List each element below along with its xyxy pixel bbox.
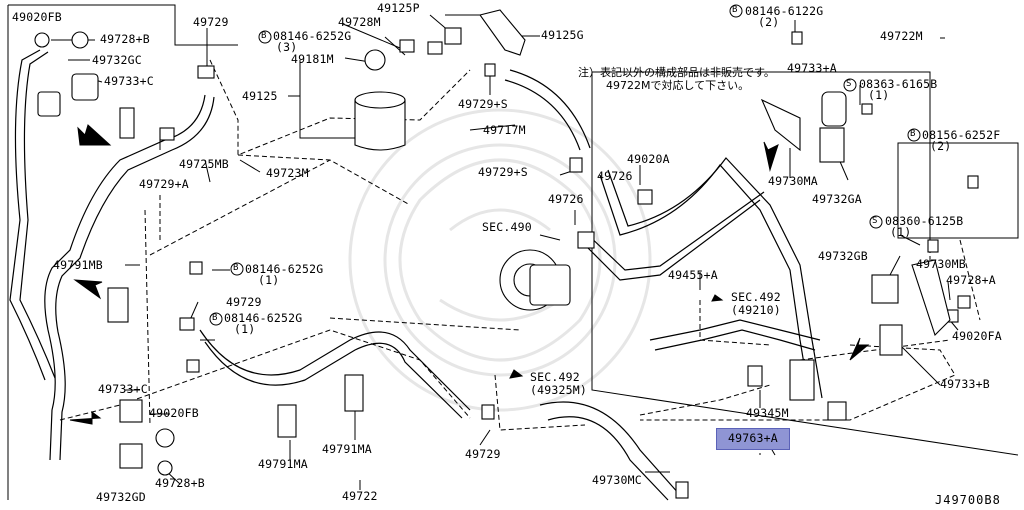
part-label-49125[interactable]: 49125 [242,89,278,103]
part-label-08156-6252F[interactable]: 08156-6252F [922,128,1001,142]
part-label-49791MB[interactable]: 49791MB [53,258,103,272]
part-label-49729[interactable]: 49729 [465,447,501,461]
watermark-emblem [348,108,652,412]
frame-right-top [592,71,931,248]
part-qty: (1) [890,225,912,239]
part-label-49726[interactable]: 49726 [597,169,633,183]
part-qty: (1) [234,322,256,336]
part-label-49729S[interactable]: 49729+S [458,97,508,111]
screw-symbol: S [872,216,878,226]
part-label-49732GC[interactable]: 49732GC [92,53,142,67]
part-qty: (2) [930,139,952,153]
bolt-symbol: B [732,5,738,15]
hose-lines [9,49,823,501]
part-label-49730MC[interactable]: 49730MC [592,473,642,487]
part-label-49733C[interactable]: 49733+C [98,382,148,396]
part-label-08146-6122G[interactable]: 08146-6122G [745,4,824,18]
note-line-2: 49722Mで対応して下さい。 [606,79,750,92]
part-label-49020FB[interactable]: 49020FB [12,10,62,24]
part-label-08360-6125B[interactable]: 08360-6125B [885,214,964,228]
part-label-49345M[interactable]: 49345M [746,406,789,420]
bolt-symbol: B [233,263,239,273]
highlighted-part-box[interactable] [716,428,790,450]
part-label-49791MA[interactable]: 49791MA [258,457,308,471]
part-label-49730MA[interactable]: 49730MA [768,174,818,188]
part-label-49733C[interactable]: 49733+C [104,74,154,88]
bolt-symbol: B [910,129,916,139]
direction-arrows [69,124,870,425]
part-label-49125P[interactable]: 49125P [377,1,420,15]
part-qty: (1) [868,88,890,102]
part-label-49717M[interactable]: 49717M [483,123,526,137]
part-label-08146-6252G[interactable]: 08146-6252G [224,311,303,325]
section-ref-sec490[interactable]: SEC.490 [482,220,532,234]
part-label-49722M[interactable]: 49722M [880,29,923,43]
part-label-49455A[interactable]: 49455+A [668,268,718,282]
bolt-symbol: B [212,313,218,323]
section-ref-sec492[interactable]: SEC.492 [530,370,580,384]
part-label-49729S[interactable]: 49729+S [478,165,528,179]
part-label-49181M[interactable]: 49181M [291,52,334,66]
frame-bolt-box [897,142,1019,239]
part-label-49729[interactable]: 49729 [193,15,229,29]
section-ref-sub: (49325M) [530,383,587,397]
part-label-49791MA[interactable]: 49791MA [322,442,372,456]
part-label-49730MB[interactable]: 49730MB [916,257,966,271]
part-label-49729[interactable]: 49729 [226,295,262,309]
part-label-49733B[interactable]: 49733+B [940,377,990,391]
part-label-49728B[interactable]: 49728+B [100,32,150,46]
part-qty: (1) [258,273,280,287]
diagram-code: J49700B8 [935,493,1001,507]
part-label-08363-6165B[interactable]: 08363-6165B [859,77,938,91]
section-ref-sec492[interactable]: SEC.492 [731,290,781,304]
part-label-49728A[interactable]: 49728+A [946,273,996,287]
component-shapes [34,9,979,499]
part-label-49729A[interactable]: 49729+A [139,177,189,191]
part-qty: (2) [758,15,780,29]
grommet-49020FB [34,32,50,48]
bolt-symbol: B [261,31,267,41]
part-label-49723M[interactable]: 49723M [266,166,309,180]
part-label-08146-6252G[interactable]: 08146-6252G [273,29,352,43]
note-line-1: 注）表記以外の構成部品は非販売です。 [578,66,775,79]
part-label-49020FA[interactable]: 49020FA [952,329,1002,343]
frame-right-bottom [591,72,1019,456]
section-ref-sub: (49210) [731,303,781,317]
part-label-49733A[interactable]: 49733+A [787,61,837,75]
part-label-49020A[interactable]: 49020A [627,152,670,166]
part-label-49732GB[interactable]: 49732GB [818,249,868,263]
part-label-49728M[interactable]: 49728M [338,15,381,29]
part-label-49725MB[interactable]: 49725MB [179,157,229,171]
part-label-49020FB[interactable]: 49020FB [149,406,199,420]
part-qty: (3) [276,40,298,54]
part-label-49732GD[interactable]: 49732GD [96,490,146,504]
part-label-08146-6252G[interactable]: 08146-6252G [245,262,324,276]
part-label-49726[interactable]: 49726 [548,192,584,206]
part-label-49728B[interactable]: 49728+B [155,476,205,490]
part-label-49722[interactable]: 49722 [342,489,378,503]
screw-symbol: S [846,79,852,89]
part-label-49732GA[interactable]: 49732GA [812,192,862,206]
part-label-49763A[interactable]: 49763+A [728,431,778,445]
part-label-49125G[interactable]: 49125G [541,28,584,42]
